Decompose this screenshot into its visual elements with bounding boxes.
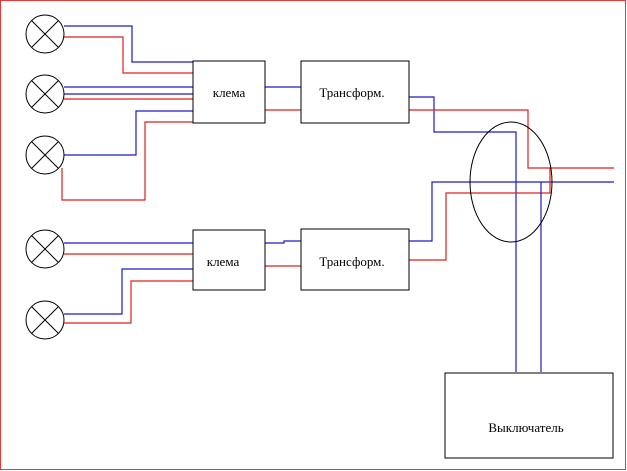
- wire-blue-lamp-3: [64, 110, 193, 156]
- cable-bundle-ellipse: [469, 121, 553, 243]
- wire-red-lamp-5: [64, 280, 193, 324]
- terminal-block-top: клема: [192, 60, 266, 124]
- transformer-block-top: Трансформ.: [300, 60, 410, 124]
- wire-blue-terminal-bottom-to-transformer: [265, 240, 301, 244]
- terminal-bottom-label: клема: [207, 254, 240, 269]
- lamp-3: [25, 135, 65, 175]
- transformer-bottom-label: Трансформ.: [319, 254, 384, 269]
- lamp-5: [25, 300, 65, 340]
- switch-block: Выключатель: [444, 372, 614, 459]
- wire-blue-transformer-bottom-out: [409, 181, 614, 242]
- terminal-top-label: клема: [213, 85, 246, 100]
- lamp-4: [25, 229, 65, 269]
- terminal-block-bottom: клема: [192, 229, 266, 291]
- transformer-block-bottom: Трансформ.: [300, 228, 410, 291]
- wire-red-lamp-3: [61, 121, 193, 201]
- wire-red-transformer-top-out: [409, 109, 614, 169]
- lamp-2: [25, 74, 65, 114]
- wire-red-transformer-bottom-out: [409, 168, 551, 261]
- switch-label: Выключатель: [488, 420, 563, 435]
- transformer-top-label: Трансформ.: [319, 85, 384, 100]
- wire-blue-lamp-5: [64, 268, 193, 315]
- wire-red-lamp-1: [64, 36, 193, 74]
- wire-blue-transformer-top-out: [409, 96, 517, 372]
- wire-blue-lamp-1: [64, 25, 193, 63]
- lamp-1: [25, 14, 65, 54]
